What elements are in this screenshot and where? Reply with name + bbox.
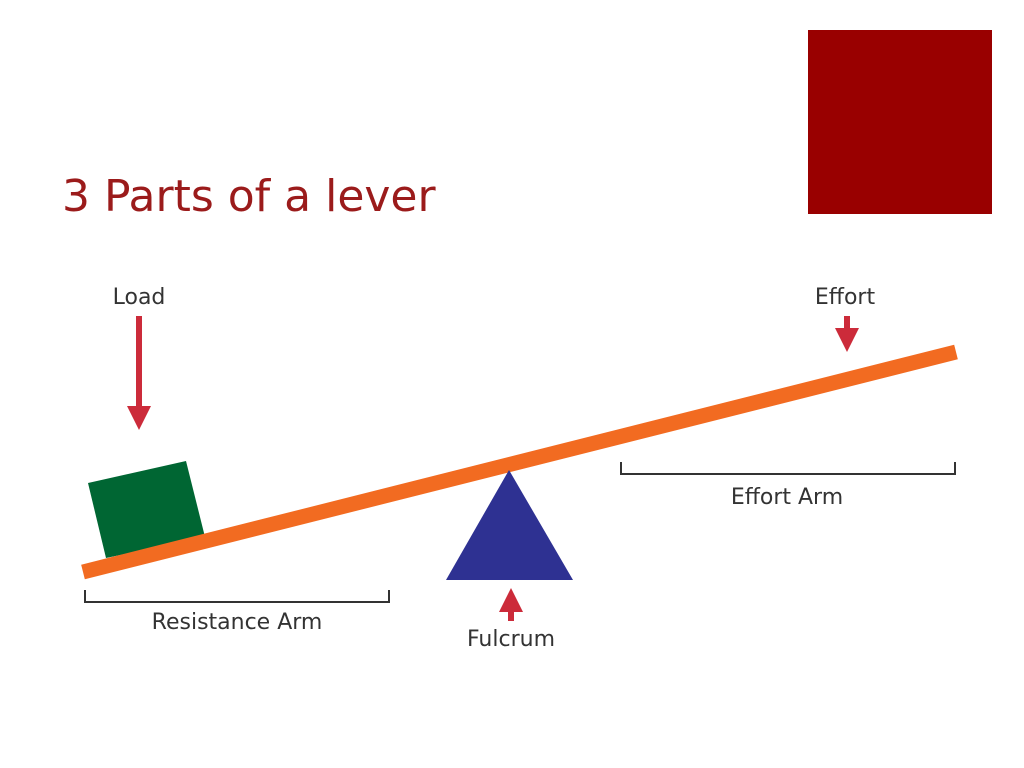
effort-label: Effort: [815, 285, 876, 310]
resistance-arm-label: Resistance Arm: [152, 610, 323, 635]
load-block: [88, 461, 205, 558]
lever-bar: [81, 344, 958, 580]
effort-arm-label: Effort Arm: [731, 485, 843, 510]
effort-arm-bracket: [620, 462, 956, 475]
slide-title: 3 Parts of a lever: [62, 171, 436, 222]
fulcrum-label: Fulcrum: [467, 627, 555, 652]
accent-square: [808, 30, 992, 214]
resistance-arm-bracket: [84, 590, 390, 603]
fulcrum-triangle: [446, 470, 573, 580]
load-label: Load: [113, 285, 166, 310]
